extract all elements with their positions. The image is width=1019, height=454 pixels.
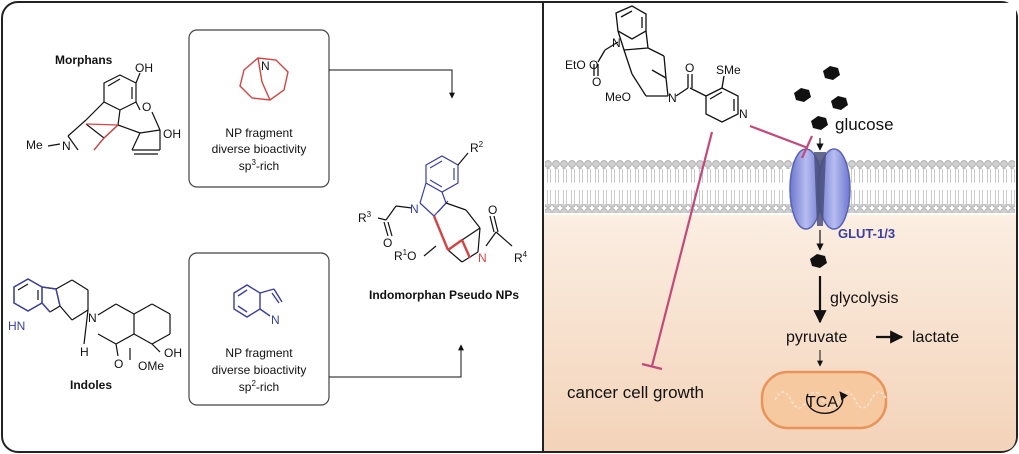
indole-n: N	[271, 313, 280, 327]
right-panel: glucose GLUT-1/3 glycolysis pyruvate lac…	[543, 3, 1016, 451]
mol-label-o2: O	[592, 75, 601, 89]
mol-label-n-amide: N	[668, 91, 677, 105]
indole-box-line1: NP fragment	[225, 346, 293, 360]
glucose-hexagon	[811, 116, 828, 130]
yohimbine-ome: OMe	[138, 359, 164, 373]
yohimbine-oh: OH	[164, 346, 182, 360]
mol-label-sme: SMe	[716, 63, 741, 77]
morphan-n: N	[261, 59, 270, 73]
yohimbine-blue-highlight	[13, 278, 61, 313]
mol-label-n-indole: N	[612, 36, 621, 50]
morphan-box-line1: NP fragment	[225, 126, 293, 140]
morphine-oh-top: OH	[135, 61, 153, 75]
cancer-growth-label: cancer cell growth	[567, 383, 704, 402]
intracellular-background	[543, 215, 1016, 451]
glucose-molecules	[794, 66, 848, 268]
yohimbine-n: N	[88, 311, 97, 325]
indole-fragment-box: N NP fragment diverse bioactivity sp2-ri…	[188, 252, 330, 406]
product-o-ester: O	[383, 236, 392, 250]
cell-membrane	[545, 160, 1015, 213]
arrow-indole-to-product	[329, 344, 464, 378]
mol-label-meo: MeO	[605, 90, 631, 104]
glucose-hexagon	[823, 66, 840, 80]
left-panel: Morphans	[8, 29, 528, 406]
product-r4: R4	[514, 250, 528, 265]
inhibition-lines	[641, 124, 814, 371]
mol-label-n-pyridine: N	[739, 107, 748, 121]
pyruvate-label: pyruvate	[786, 329, 847, 346]
morphan-box-line2: diverse bioactivity	[212, 142, 307, 156]
indoles-heading: Indoles	[70, 378, 112, 392]
indole-bicycle	[233, 284, 283, 318]
morphine-n: N	[62, 139, 71, 153]
product-r3: R3	[358, 210, 372, 225]
product-r2: R2	[470, 140, 484, 155]
product-r1: R1O	[394, 248, 416, 263]
morphans-heading: Morphans	[55, 53, 113, 67]
morphine-red-highlight	[85, 123, 119, 151]
indole-box-line2: diverse bioactivity	[212, 363, 307, 377]
glucose-hexagon	[794, 88, 811, 102]
lactate-label: lactate	[912, 329, 959, 346]
tca-label: TCA	[806, 394, 838, 411]
product-n-indole: N	[410, 202, 419, 216]
mitochondrion: TCA	[760, 370, 888, 430]
glycolysis-label: glycolysis	[830, 290, 898, 307]
yohimbine-hn: HN	[8, 319, 25, 333]
product-o-amide: O	[488, 203, 497, 217]
mol-label-o1: O	[589, 58, 598, 72]
indomorphan-molecule	[593, 5, 739, 123]
morphine-me: Me	[26, 138, 43, 152]
mol-label-o-amide: O	[685, 61, 694, 75]
glucose-hexagon	[810, 254, 827, 268]
product-caption: Indomorphan Pseudo NPs	[369, 288, 519, 302]
yohimbine-o: O	[114, 357, 123, 371]
arrow-morphan-to-product	[329, 69, 455, 99]
glucose-hexagon	[831, 96, 848, 110]
glucose-label: glucose	[835, 115, 894, 134]
indomorphan-red-highlight	[432, 215, 472, 259]
yohimbine-h: H	[80, 345, 89, 359]
tca-cycle-arrow	[805, 391, 848, 415]
glut-transporter	[789, 148, 851, 230]
extracellular-background	[543, 3, 1016, 163]
morphine-oh-right: OH	[163, 127, 181, 141]
product-n-amide: N	[478, 251, 487, 265]
morphan-box-line3: sp3-rich	[239, 158, 279, 173]
mol-label-eto: EtO	[565, 58, 586, 72]
morphan-fragment-box: N NP fragment diverse bioactivity sp3-ri…	[188, 29, 330, 188]
transporter-label: GLUT-1/3	[838, 226, 895, 241]
morphine-o-ring: O	[142, 100, 151, 114]
morphan-bicycle	[239, 57, 289, 101]
indole-box-line3: sp2-rich	[239, 379, 279, 394]
